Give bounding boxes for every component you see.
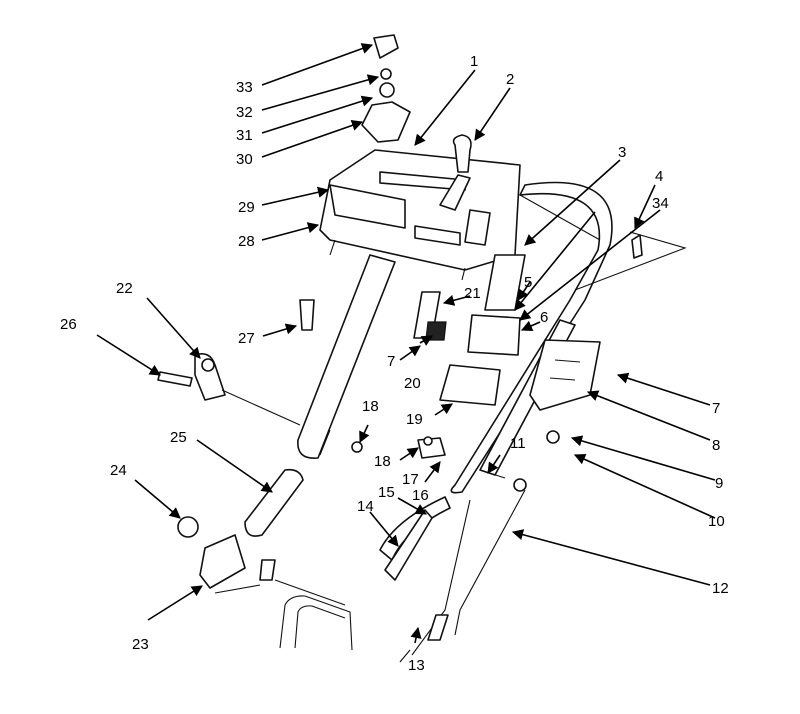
callout-17: 17 bbox=[402, 471, 419, 488]
callout-10: 10 bbox=[708, 513, 725, 530]
callout-18b: 18 bbox=[362, 398, 379, 415]
callout-7a: 7 bbox=[387, 353, 395, 370]
grip-sleeve bbox=[244, 468, 304, 537]
cable-and-rod bbox=[379, 489, 526, 663]
small-fasteners bbox=[299, 234, 643, 492]
callout-29: 29 bbox=[238, 199, 255, 216]
callout-19: 19 bbox=[406, 411, 423, 428]
mounting-bracket-outline bbox=[519, 194, 687, 291]
callout-31: 31 bbox=[236, 127, 253, 144]
callout-4: 4 bbox=[655, 168, 663, 185]
callout-34: 34 bbox=[652, 195, 669, 212]
callout-25: 25 bbox=[170, 429, 187, 446]
callout-18a: 18 bbox=[374, 453, 391, 470]
callout-7b: 7 bbox=[712, 400, 720, 417]
knob-tower bbox=[361, 34, 411, 143]
callout-22: 22 bbox=[116, 280, 133, 297]
handle-tube-left bbox=[297, 254, 396, 459]
idler-arm bbox=[157, 352, 301, 426]
lower-knob-and-housing bbox=[177, 516, 346, 606]
throttle-lever bbox=[439, 134, 472, 211]
callout-2: 2 bbox=[506, 71, 514, 88]
callout-3: 3 bbox=[618, 144, 626, 161]
callout-28: 28 bbox=[238, 233, 255, 250]
callout-12: 12 bbox=[712, 580, 729, 597]
callout-33: 33 bbox=[236, 79, 253, 96]
callout-30: 30 bbox=[236, 151, 253, 168]
callout-21: 21 bbox=[464, 285, 481, 302]
callout-26: 26 bbox=[60, 316, 77, 333]
callout-11: 11 bbox=[510, 435, 526, 452]
callout-5: 5 bbox=[524, 274, 532, 291]
callout-20: 20 bbox=[404, 375, 421, 392]
lower-panel-bracket bbox=[413, 254, 526, 406]
callout-23: 23 bbox=[132, 636, 149, 653]
callout-13: 13 bbox=[408, 657, 425, 674]
side-bracket bbox=[529, 339, 601, 411]
callout-leaders bbox=[96, 43, 716, 644]
callout-8: 8 bbox=[712, 437, 720, 454]
callout-27: 27 bbox=[238, 330, 255, 347]
callout-9: 9 bbox=[715, 475, 723, 492]
mower-body-edge bbox=[279, 595, 353, 651]
callout-24: 24 bbox=[110, 462, 127, 479]
callout-15: 15 bbox=[378, 484, 395, 501]
callout-6: 6 bbox=[540, 309, 548, 326]
callout-14: 14 bbox=[357, 498, 374, 515]
callout-16: 16 bbox=[412, 487, 429, 504]
control-panel bbox=[319, 149, 521, 281]
callout-1: 1 bbox=[470, 53, 478, 70]
callout-32: 32 bbox=[236, 104, 253, 121]
callout-numbers: 1 2 3 4 5 6 7 7 8 9 10 11 12 13 14 15 16… bbox=[60, 53, 729, 674]
